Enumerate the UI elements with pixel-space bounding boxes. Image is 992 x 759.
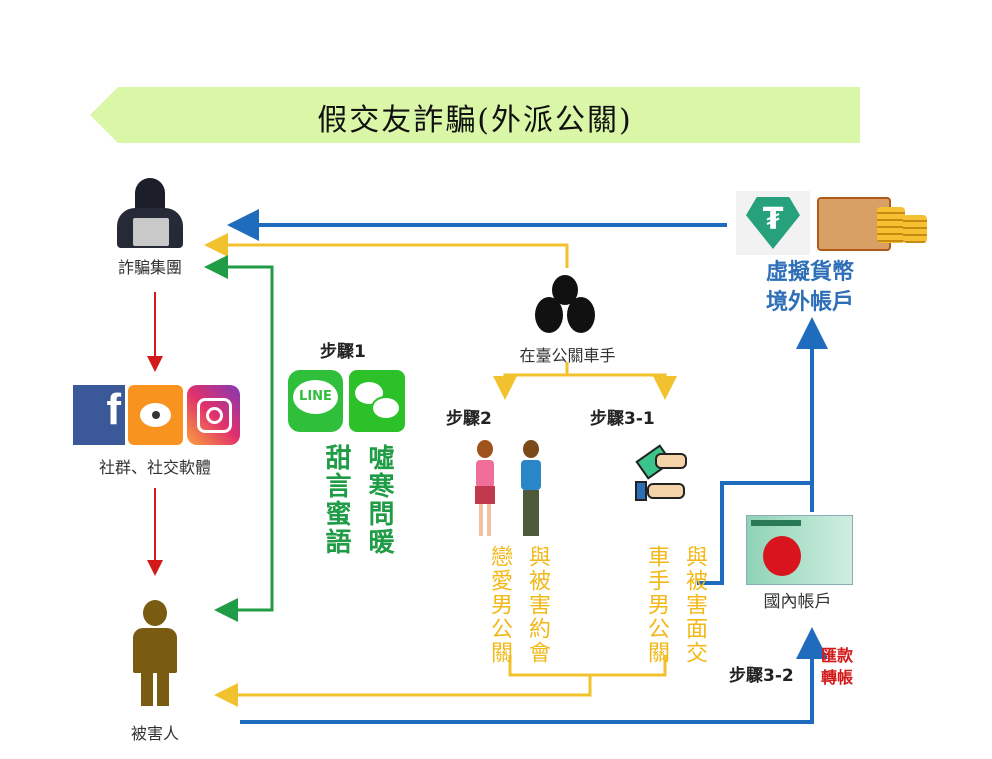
- arrow-victim-to-domestic: [240, 627, 828, 724]
- arrow-mule-to-syndicate: [204, 233, 569, 268]
- step3-1-text-line-1: 與被害面交: [682, 545, 707, 665]
- social-label: 社群、社交軟體: [98, 458, 211, 477]
- line-app-icon: LINE: [288, 370, 343, 432]
- step1-label: 步驟1: [320, 342, 366, 362]
- transfer-label-line-1: 匯款: [821, 646, 854, 665]
- syndicate-label: 詐騙集團: [117, 258, 182, 277]
- facebook-icon: f: [73, 385, 125, 445]
- title-banner: 假交友詐騙(外派公關): [90, 87, 860, 143]
- crypto-label-line-1: 虛擬貨幣: [765, 260, 854, 285]
- domestic-account-label: 國內帳戶: [763, 592, 832, 612]
- step1-text-line-1: 噓寒問暖: [364, 444, 394, 556]
- step1-text-line-2: 甜言蜜語: [321, 444, 351, 556]
- step2-text-line-2: 戀愛男公關: [487, 545, 512, 665]
- transfer-label: 匯款 轉帳: [821, 645, 853, 689]
- tether-icon: ₮: [736, 191, 810, 255]
- step3-1-description: 與被害面交 車手男公關: [640, 545, 710, 665]
- bankbook-icon: [746, 515, 853, 585]
- arrow-mule-split: [493, 362, 569, 400]
- instagram-icon: [187, 385, 240, 445]
- mule-label: 在臺公關車手: [519, 346, 616, 365]
- crypto-label-line-2: 境外帳戶: [765, 290, 854, 315]
- hacker-icon: [117, 178, 183, 250]
- fox-app-icon: [128, 385, 183, 445]
- masked-group-icon: [535, 275, 597, 335]
- victim-person-icon: [133, 600, 177, 708]
- victim-label: 被害人: [130, 724, 179, 743]
- crypto-account-label: 虛擬貨幣 境外帳戶: [745, 258, 875, 318]
- banner-arrow-shape: [90, 87, 860, 143]
- couple-icon: [460, 440, 550, 540]
- arrow-meetings-to-victim: [220, 655, 667, 695]
- step3-1-text-line-2: 車手男公關: [644, 545, 669, 665]
- step2-text-line-1: 與被害約會: [525, 545, 550, 665]
- arrow-cash-to-crypto: [697, 481, 812, 585]
- step1-description: 噓寒問暖 甜言蜜語: [318, 444, 398, 556]
- step2-description: 與被害約會 戀愛男公關: [483, 545, 553, 665]
- step2-label: 步驟2: [446, 409, 492, 429]
- step3-2-label: 步驟3-2: [729, 666, 794, 686]
- wallet-coins-icon: [817, 191, 927, 251]
- wechat-icon: [349, 370, 405, 432]
- page-title: 假交友詐騙(外派公關): [317, 103, 633, 138]
- tether-symbol: ₮: [746, 197, 800, 249]
- transfer-label-line-2: 轉帳: [821, 668, 854, 687]
- step3-1-label: 步驟3-1: [590, 409, 655, 429]
- line-logo-text: LINE: [293, 380, 338, 414]
- cash-handover-icon: [635, 444, 693, 505]
